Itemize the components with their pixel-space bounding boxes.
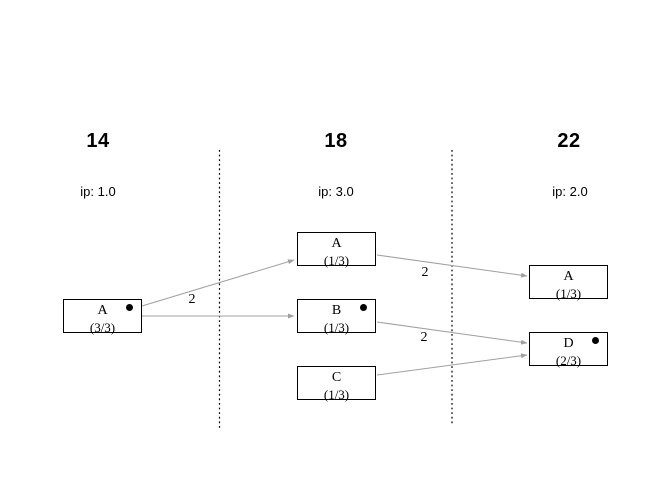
node-label: A [97, 303, 108, 318]
edge-18B-22D [376, 321, 528, 345]
node-18-B: B (1/3) [297, 299, 376, 335]
edge-18C-22D [376, 353, 528, 376]
ip-label-22: ip: 2.0 [552, 184, 588, 199]
column-header-18: 18 [324, 130, 348, 152]
node-marker-dot [126, 304, 133, 311]
node-18-A: A (1/3) [297, 232, 376, 268]
node-22-D: D (2/3) [529, 332, 608, 368]
node-label: B [331, 303, 342, 318]
node-label: A [331, 236, 342, 251]
column-header-22: 22 [557, 130, 581, 152]
node-fraction: (1/3) [323, 320, 350, 335]
node-marker-dot [592, 337, 599, 344]
edge-weight-label: 2 [420, 330, 428, 345]
column-header-14: 14 [86, 130, 110, 152]
ip-label-14: ip: 1.0 [80, 184, 116, 199]
edge-14A-18A [141, 259, 295, 307]
node-fraction: (1/3) [323, 253, 350, 268]
edge-18A-22A [376, 254, 528, 278]
edge-weight-label: 2 [421, 265, 429, 280]
node-fraction: (1/3) [555, 286, 582, 301]
node-label: C [331, 370, 342, 385]
node-label: A [563, 269, 574, 284]
node-18-C: C (1/3) [297, 366, 376, 402]
node-label: D [563, 336, 574, 351]
node-marker-dot [360, 304, 367, 311]
node-fraction: (2/3) [555, 353, 582, 368]
node-fraction: (1/3) [323, 387, 350, 402]
node-22-A: A (1/3) [529, 265, 608, 301]
edge-weight-label: 2 [188, 292, 196, 307]
node-fraction: (3/3) [89, 320, 116, 335]
node-14-A: A (3/3) [63, 299, 142, 335]
ip-label-18: ip: 3.0 [318, 184, 354, 199]
